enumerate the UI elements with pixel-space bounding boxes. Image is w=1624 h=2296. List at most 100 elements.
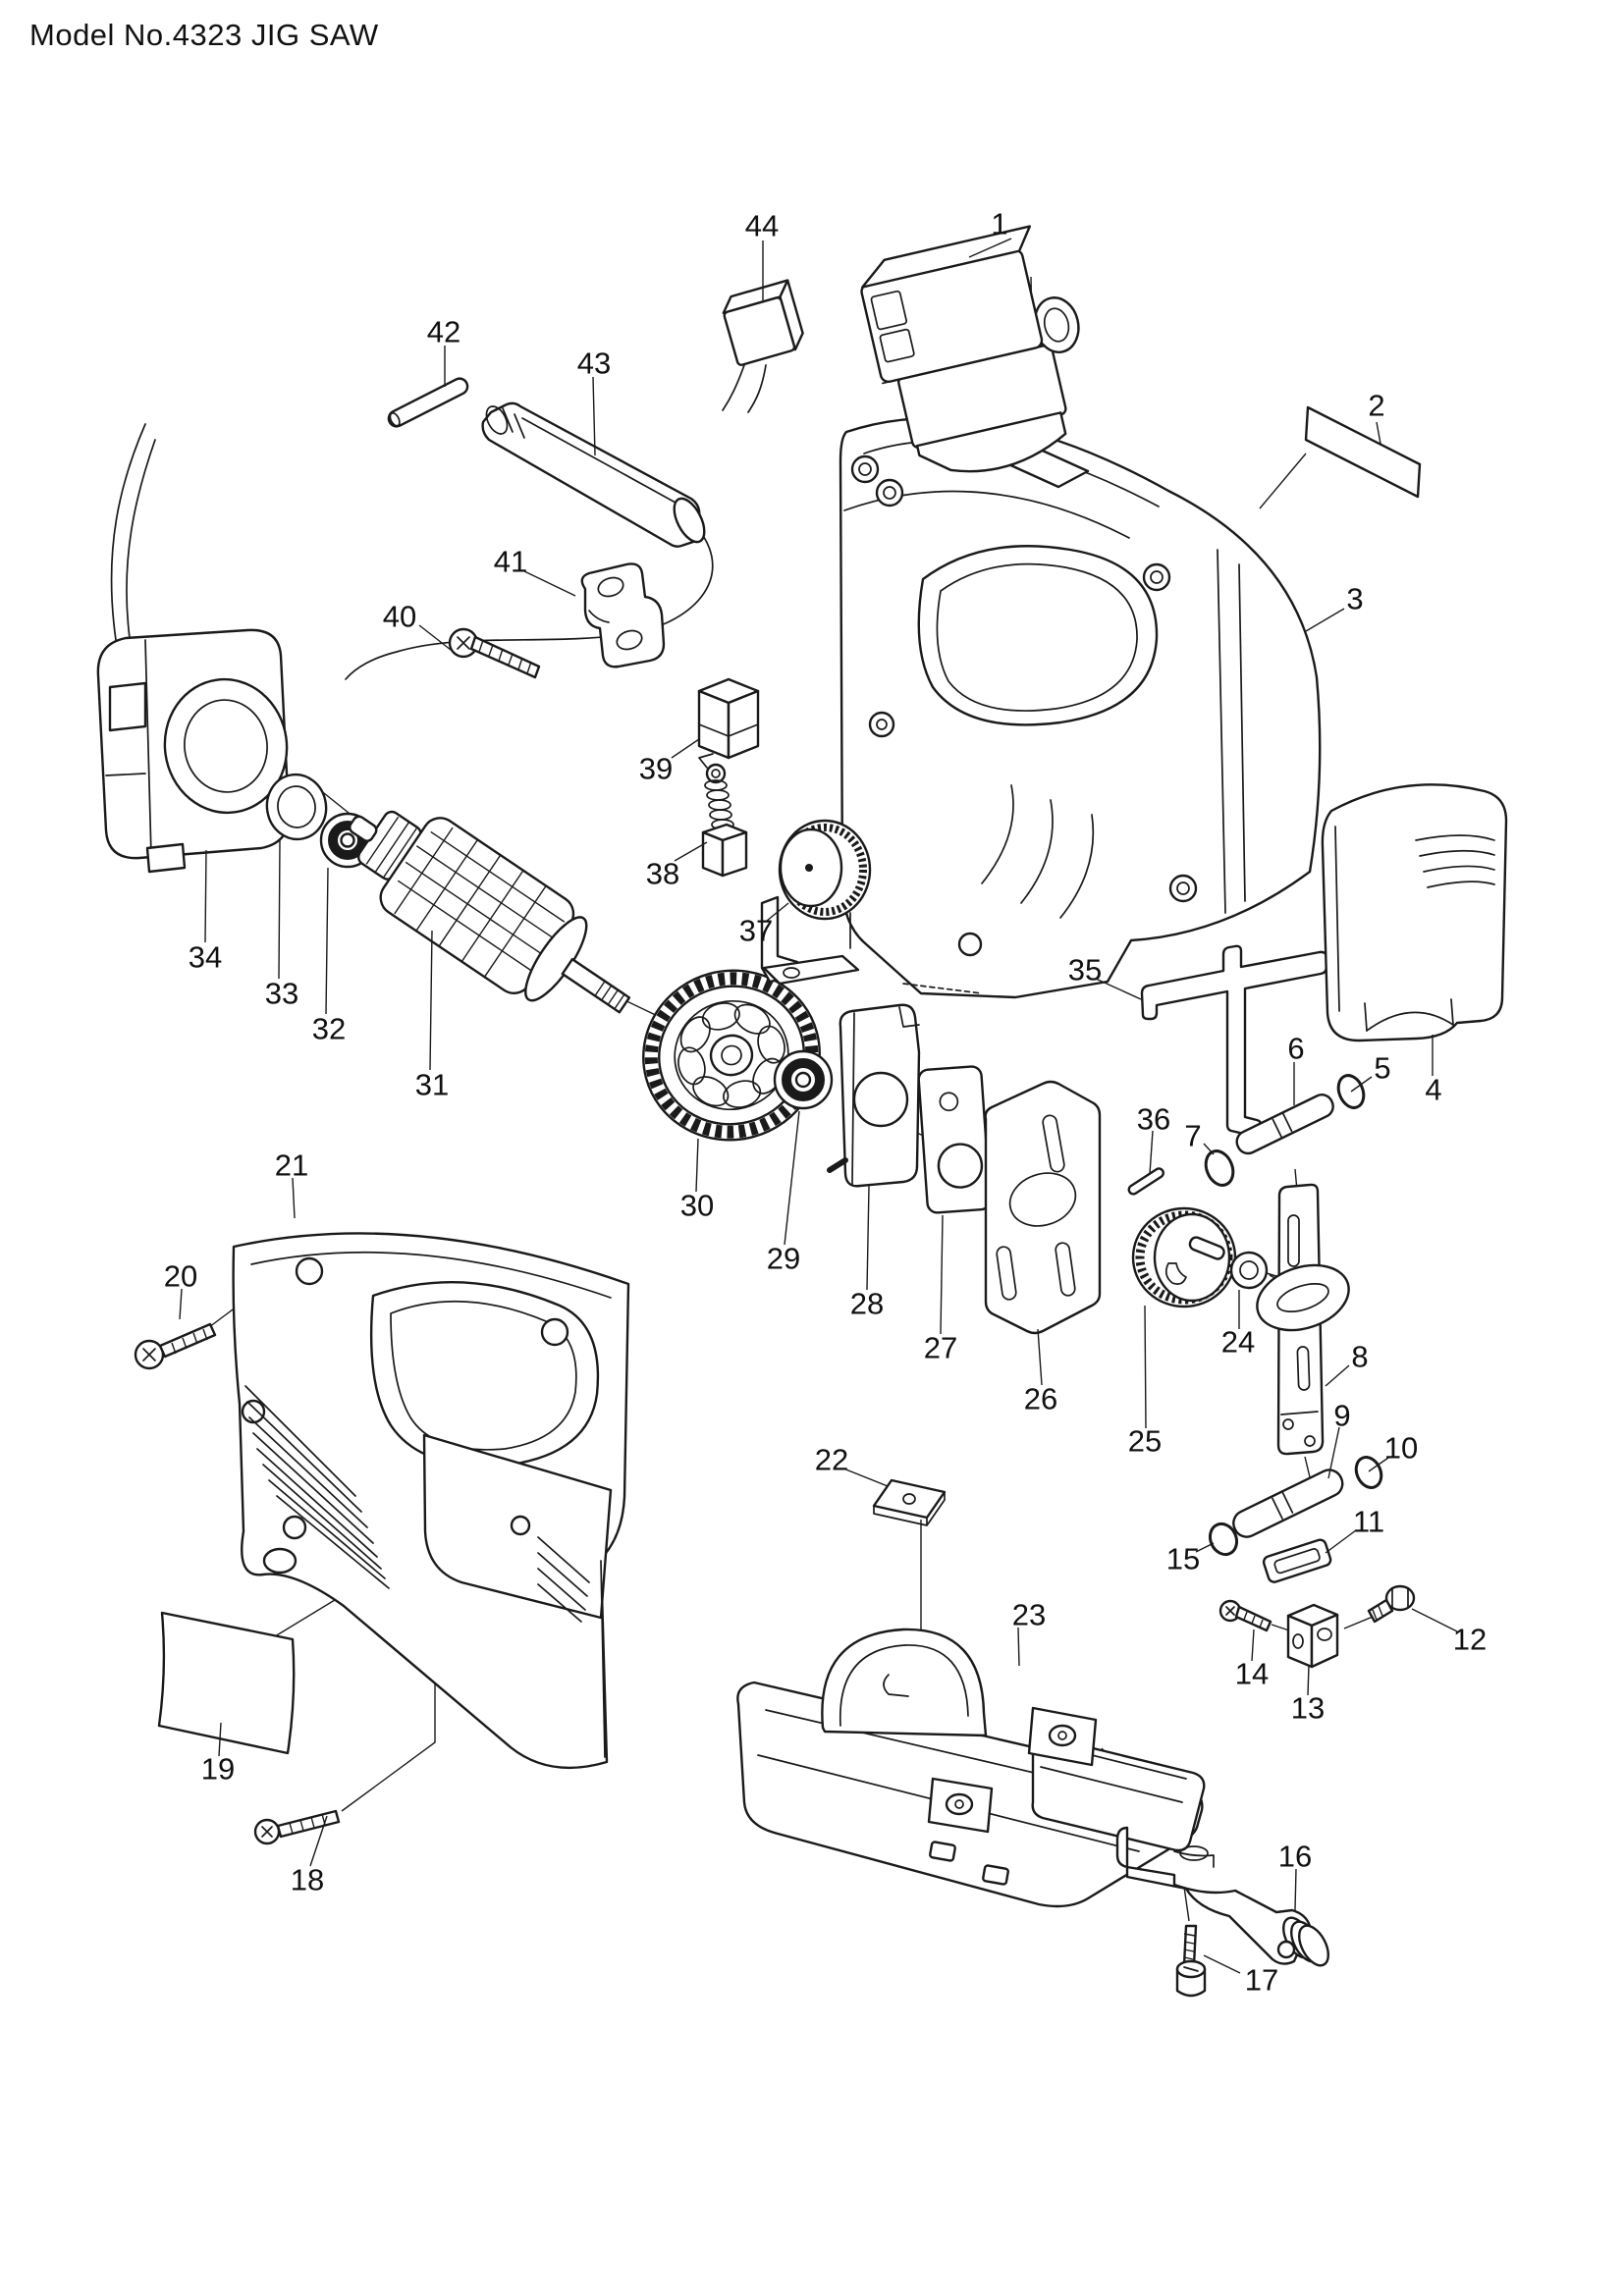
part-number-32: 32 xyxy=(312,1012,346,1046)
leader-line-36 xyxy=(1149,1130,1154,1175)
part-number-20: 20 xyxy=(164,1259,197,1294)
part-housing-right xyxy=(839,416,1322,999)
part-condenser xyxy=(722,279,804,413)
part-number-33: 33 xyxy=(265,977,298,1011)
part-pin-6 xyxy=(1235,1094,1334,1155)
part-number-15: 15 xyxy=(1166,1542,1200,1576)
part-screw-18 xyxy=(253,1809,341,1845)
leader-line-38 xyxy=(674,841,708,862)
part-number-35: 35 xyxy=(1068,953,1102,988)
leader-line-15 xyxy=(1195,1542,1215,1553)
leader-line-20 xyxy=(179,1288,183,1320)
assembly-line-2 xyxy=(1259,453,1307,509)
leader-line-7 xyxy=(1203,1143,1215,1155)
leader-line-27 xyxy=(940,1214,944,1335)
part-carbon-brush xyxy=(698,753,748,878)
leader-line-35 xyxy=(1095,978,1142,1000)
part-number-29: 29 xyxy=(767,1242,800,1276)
leader-line-39 xyxy=(671,738,700,759)
part-bushing-24 xyxy=(1229,1251,1283,1290)
leader-line-18 xyxy=(309,1815,328,1867)
leader-line-34 xyxy=(204,849,207,943)
part-slider-8 xyxy=(1256,1183,1350,1456)
part-stator xyxy=(96,423,291,874)
leader-line-21 xyxy=(292,1177,296,1219)
part-number-25: 25 xyxy=(1128,1424,1162,1459)
leader-line-26 xyxy=(1037,1328,1043,1386)
part-number-17: 17 xyxy=(1245,1963,1278,1998)
part-housing-left xyxy=(232,1232,630,1770)
part-plate-27 xyxy=(917,1065,992,1214)
part-number-31: 31 xyxy=(415,1068,449,1102)
part-blade-holder xyxy=(1286,1603,1339,1669)
part-crank-gear xyxy=(1131,1206,1237,1308)
part-number-24: 24 xyxy=(1221,1325,1255,1360)
part-number-19: 19 xyxy=(201,1752,235,1787)
part-oring-5 xyxy=(1336,1074,1366,1109)
part-number-28: 28 xyxy=(850,1287,884,1321)
part-bearing-29 xyxy=(773,1049,834,1110)
part-pin-42 xyxy=(387,377,469,428)
leader-line-28 xyxy=(866,1185,870,1291)
part-number-3: 3 xyxy=(1346,582,1363,616)
part-oring-7 xyxy=(1204,1149,1235,1187)
part-number-43: 43 xyxy=(577,347,611,381)
part-number-2: 2 xyxy=(1368,389,1384,423)
leader-line-3 xyxy=(1305,608,1345,632)
part-number-13: 13 xyxy=(1291,1691,1325,1726)
leader-line-9 xyxy=(1327,1426,1340,1479)
assembly-line-18 xyxy=(1183,1886,1190,1922)
part-cord-guard xyxy=(345,401,714,680)
part-screw-14 xyxy=(1218,1599,1272,1632)
part-number-30: 30 xyxy=(680,1189,714,1223)
part-nameplate xyxy=(1304,405,1422,499)
leader-line-12 xyxy=(1411,1608,1458,1632)
part-lever-35 xyxy=(1140,944,1328,1138)
part-screw-20 xyxy=(134,1322,217,1370)
leader-line-1 xyxy=(968,238,1012,258)
leader-line-32 xyxy=(325,867,329,1015)
part-roller-lever xyxy=(1115,1826,1329,1967)
part-number-37: 37 xyxy=(739,914,773,948)
part-number-16: 16 xyxy=(1278,1840,1312,1874)
leader-line-11 xyxy=(1325,1529,1357,1554)
part-number-14: 14 xyxy=(1235,1657,1269,1691)
part-number-9: 9 xyxy=(1333,1399,1350,1433)
part-motor-cover xyxy=(1321,783,1508,1042)
leader-line-41 xyxy=(521,569,576,597)
callouts: 1234567891011121314151617181920212223242… xyxy=(164,207,1487,1998)
part-cord-clamp xyxy=(580,562,666,668)
leader-line-22 xyxy=(842,1468,889,1487)
assembly-line-16 xyxy=(1271,1624,1290,1631)
part-brush-holder xyxy=(697,677,760,760)
part-number-4: 4 xyxy=(1425,1073,1441,1107)
part-sticker-19 xyxy=(157,1611,296,1755)
leader-line-17 xyxy=(1203,1954,1241,1974)
leader-line-29 xyxy=(784,1110,800,1246)
leader-line-40 xyxy=(418,624,452,651)
part-number-23: 23 xyxy=(1012,1598,1046,1632)
leader-line-8 xyxy=(1325,1364,1350,1387)
part-number-34: 34 xyxy=(189,940,222,975)
part-number-5: 5 xyxy=(1374,1051,1390,1086)
part-number-27: 27 xyxy=(924,1331,957,1365)
part-number-38: 38 xyxy=(646,857,679,891)
part-guide-bar-9 xyxy=(1232,1468,1344,1538)
part-number-26: 26 xyxy=(1024,1382,1057,1416)
part-number-36: 36 xyxy=(1137,1102,1170,1137)
leader-line-43 xyxy=(592,376,596,456)
leader-line-37 xyxy=(766,902,789,922)
part-screw-40 xyxy=(448,627,541,679)
leader-line-13 xyxy=(1307,1664,1310,1696)
part-number-21: 21 xyxy=(275,1148,308,1183)
part-number-42: 42 xyxy=(427,315,460,349)
part-square-nut xyxy=(872,1478,947,1526)
part-number-7: 7 xyxy=(1184,1119,1201,1153)
part-plate-26 xyxy=(984,1080,1102,1335)
part-number-1: 1 xyxy=(991,207,1007,241)
part-armature xyxy=(349,810,631,1014)
part-bolt-12 xyxy=(1367,1584,1416,1624)
part-switch xyxy=(860,225,1080,473)
